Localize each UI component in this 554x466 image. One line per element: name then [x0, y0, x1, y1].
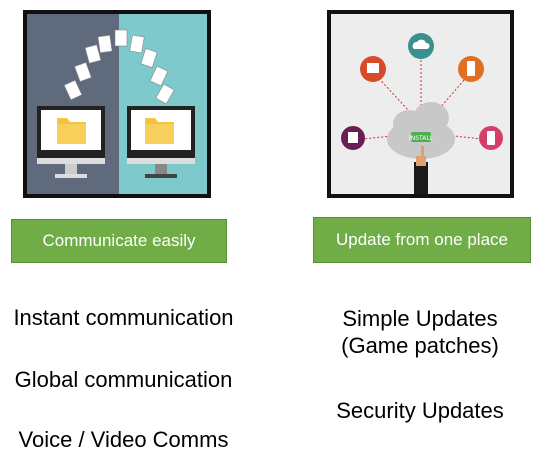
- right-monitor-icon: [127, 106, 195, 178]
- bullet-instant-communication: Instant communication: [13, 305, 234, 330]
- bullet-simple-updates: Simple Updates (Game patches): [341, 306, 499, 358]
- phone-icon: [458, 56, 484, 82]
- file-transfer-illustration: [23, 10, 211, 198]
- bullet-voice-video-comms: Voice / Video Comms: [18, 427, 229, 452]
- bullet-global-communication: Global communication: [14, 367, 233, 392]
- tablet-icon: [360, 56, 386, 82]
- cloud-device-icon: [408, 33, 434, 59]
- communicate-easily-label: Communicate easily: [11, 219, 227, 263]
- file-transfer-graphic: [27, 14, 207, 194]
- cloud-update-illustration: INSTALL: [327, 10, 514, 198]
- left-monitor-icon: [37, 106, 105, 178]
- document-icon: [63, 29, 175, 105]
- tablet-purple-icon: [341, 126, 365, 150]
- svg-text:INSTALL: INSTALL: [409, 135, 434, 142]
- hand-icon: [414, 146, 428, 194]
- bullet-security-updates: Security Updates: [336, 398, 504, 423]
- update-from-one-place-label: Update from one place: [313, 217, 531, 263]
- cloud-update-graphic: INSTALL: [331, 14, 510, 194]
- phone-pink-icon: [479, 126, 503, 150]
- cloud-icon: INSTALL: [387, 102, 455, 159]
